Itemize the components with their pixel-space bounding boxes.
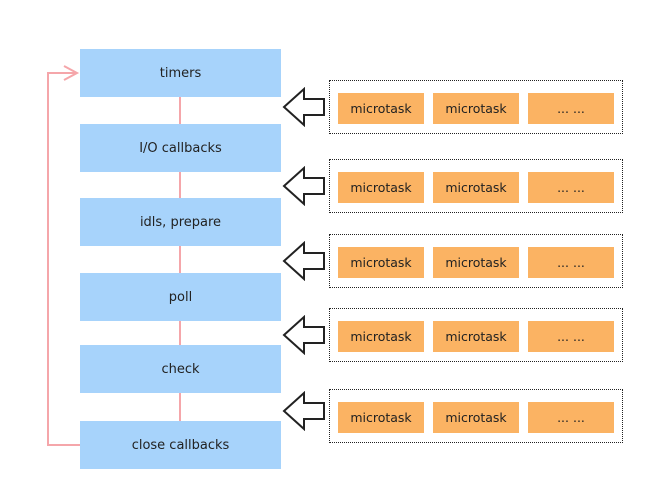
microtask-item: microtask	[433, 321, 519, 352]
microtask-queue: microtask microtask ... ...	[329, 159, 623, 213]
microtask-queue: microtask microtask ... ...	[329, 308, 623, 362]
phase-connector	[179, 172, 181, 198]
hollow-left-arrow-icon	[282, 391, 325, 431]
microtask-item: microtask	[338, 247, 424, 278]
phase-poll: poll	[80, 273, 281, 321]
microtask-ellipsis: ... ...	[528, 172, 614, 203]
microtask-item: microtask	[338, 93, 424, 124]
hollow-left-arrow-icon	[282, 87, 325, 127]
microtask-queue: microtask microtask ... ...	[329, 389, 623, 443]
microtask-queue: microtask microtask ... ...	[329, 80, 623, 134]
phase-connector	[179, 321, 181, 345]
phase-connector	[179, 246, 181, 273]
phase-connector	[179, 393, 181, 421]
microtask-item: microtask	[433, 172, 519, 203]
phase-close-callbacks: close callbacks	[80, 421, 281, 469]
microtask-item: microtask	[433, 247, 519, 278]
microtask-item: microtask	[338, 321, 424, 352]
phase-check: check	[80, 345, 281, 393]
microtask-ellipsis: ... ...	[528, 93, 614, 124]
microtask-ellipsis: ... ...	[528, 321, 614, 352]
microtask-ellipsis: ... ...	[528, 402, 614, 433]
hollow-left-arrow-icon	[282, 315, 325, 355]
phase-timers: timers	[80, 49, 281, 97]
hollow-left-arrow-icon	[282, 241, 325, 281]
microtask-item: microtask	[433, 402, 519, 433]
microtask-item: microtask	[338, 172, 424, 203]
microtask-ellipsis: ... ...	[528, 247, 614, 278]
microtask-item: microtask	[433, 93, 519, 124]
phase-idle-prepare: idls, prepare	[80, 198, 281, 246]
phase-connector	[179, 97, 181, 124]
hollow-left-arrow-icon	[282, 166, 325, 206]
phase-io-callbacks: I/O callbacks	[80, 124, 281, 172]
microtask-queue: microtask microtask ... ...	[329, 234, 623, 288]
microtask-item: microtask	[338, 402, 424, 433]
